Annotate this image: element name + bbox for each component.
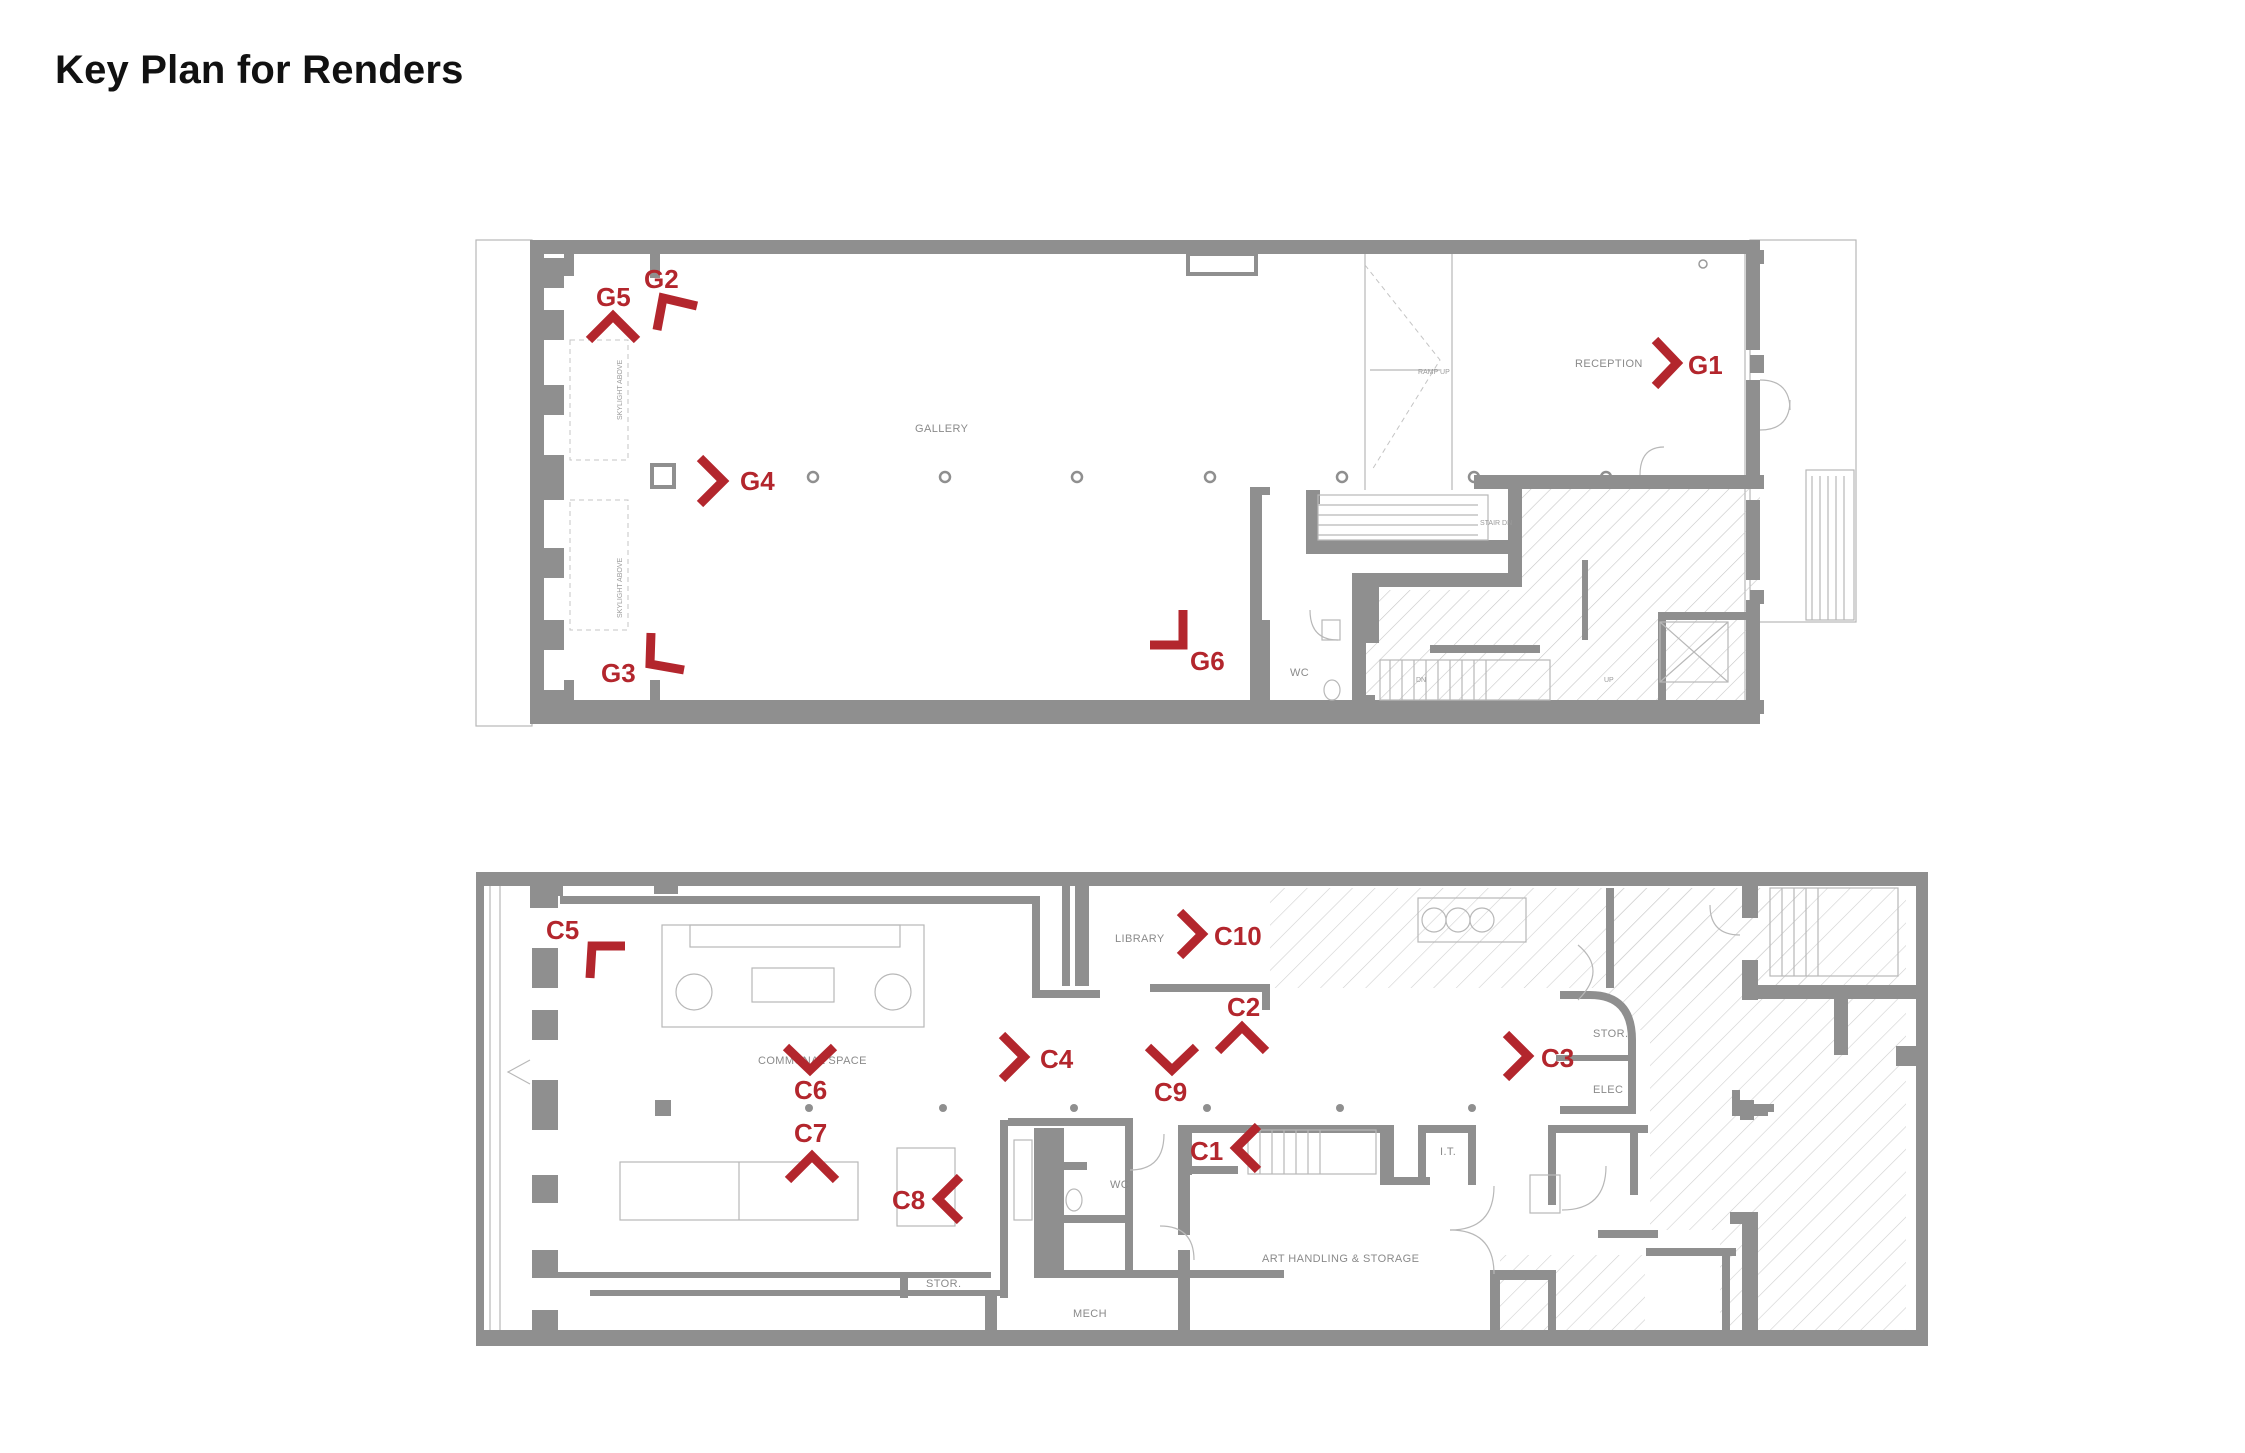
cellar-window-bays bbox=[506, 886, 558, 1334]
room-label-it: I.T. bbox=[1440, 1146, 1456, 1158]
room-label-reception: RECEPTION bbox=[1575, 358, 1643, 370]
svg-text:C9: C9 bbox=[1154, 1077, 1187, 1107]
marker-c1: C1 bbox=[1190, 1122, 1262, 1174]
room-label-communal-space: COMMUNAL SPACE bbox=[758, 1055, 867, 1067]
room-label-elec: ELEC bbox=[1593, 1084, 1623, 1096]
marker-c3: C3 bbox=[1502, 1030, 1574, 1082]
svg-text:G3: G3 bbox=[601, 658, 636, 688]
marker-g6: G6 bbox=[1150, 610, 1225, 676]
svg-text:G1: G1 bbox=[1688, 350, 1723, 380]
marker-c6: C6 bbox=[782, 1043, 838, 1105]
svg-text:G5: G5 bbox=[596, 282, 631, 312]
up-note: UP bbox=[1604, 677, 1614, 684]
hatched-services-area bbox=[1365, 475, 1760, 700]
room-label-mech: MECH bbox=[1073, 1308, 1107, 1320]
room-label-stor-upper: STOR. bbox=[1593, 1028, 1628, 1040]
marker-c5: C5 bbox=[546, 915, 625, 979]
render-markers: G1 G2 G3 G4 G5 G6 C1 C2 bbox=[546, 264, 1723, 1225]
page-title: Key Plan for Renders bbox=[55, 48, 464, 92]
svg-text:C1: C1 bbox=[1190, 1136, 1223, 1166]
room-label-wc-cellar: WC bbox=[1110, 1179, 1129, 1191]
svg-text:C5: C5 bbox=[546, 915, 579, 945]
svg-text:G2: G2 bbox=[644, 264, 679, 294]
svg-text:SKYLIGHT ABOVE: SKYLIGHT ABOVE bbox=[617, 359, 624, 420]
svg-text:C10: C10 bbox=[1214, 921, 1262, 951]
svg-text:G6: G6 bbox=[1190, 646, 1225, 676]
room-label-library: LIBRARY bbox=[1115, 933, 1165, 945]
svg-text:C8: C8 bbox=[892, 1185, 925, 1215]
marker-c2: C2 bbox=[1214, 992, 1270, 1055]
room-label-stor-lower: STOR. bbox=[926, 1278, 961, 1290]
svg-text:C6: C6 bbox=[794, 1075, 827, 1105]
marker-c10: C10 bbox=[1176, 908, 1262, 960]
ground-floor-plan: SKYLIGHT ABOVE SKYLIGHT ABOVE RAMP UP bbox=[475, 239, 1857, 727]
svg-text:RAMP UP: RAMP UP bbox=[1418, 369, 1450, 376]
marker-g2: G2 bbox=[644, 264, 699, 331]
ground-stairs bbox=[1317, 494, 1551, 701]
left-window-bays bbox=[544, 254, 660, 704]
marker-g5: G5 bbox=[585, 282, 641, 344]
svg-text:C4: C4 bbox=[1040, 1044, 1074, 1074]
marker-g3: G3 bbox=[601, 632, 685, 688]
entry-steps bbox=[1811, 476, 1845, 620]
stair-dn-note: STAIR DN bbox=[1480, 520, 1512, 527]
marker-c8: C8 bbox=[892, 1173, 964, 1225]
gallery-columns bbox=[650, 463, 1613, 489]
cellar-stair bbox=[1247, 1129, 1377, 1175]
svg-text:G4: G4 bbox=[740, 466, 775, 496]
room-label-gallery: GALLERY bbox=[915, 423, 969, 435]
cellar-floor-plan: LIBRARY COMMUNAL SPACE WC STOR. ELEC I.T… bbox=[476, 872, 1928, 1346]
room-label-art-handling: ART HANDLING & STORAGE bbox=[1262, 1253, 1419, 1265]
marker-c9: C9 bbox=[1144, 1043, 1200, 1107]
svg-text:C3: C3 bbox=[1541, 1043, 1574, 1073]
communal-furniture bbox=[619, 924, 1476, 1227]
svg-text:C7: C7 bbox=[794, 1118, 827, 1148]
marker-g1: G1 bbox=[1651, 336, 1723, 390]
svg-text:SKYLIGHT ABOVE: SKYLIGHT ABOVE bbox=[617, 557, 624, 618]
room-label-wc-ground: WC bbox=[1290, 667, 1309, 679]
dn-note: DN bbox=[1416, 677, 1426, 684]
marker-g4: G4 bbox=[696, 454, 775, 508]
marker-c7: C7 bbox=[784, 1118, 840, 1184]
svg-text:C2: C2 bbox=[1227, 992, 1260, 1022]
marker-c4: C4 bbox=[998, 1031, 1074, 1083]
